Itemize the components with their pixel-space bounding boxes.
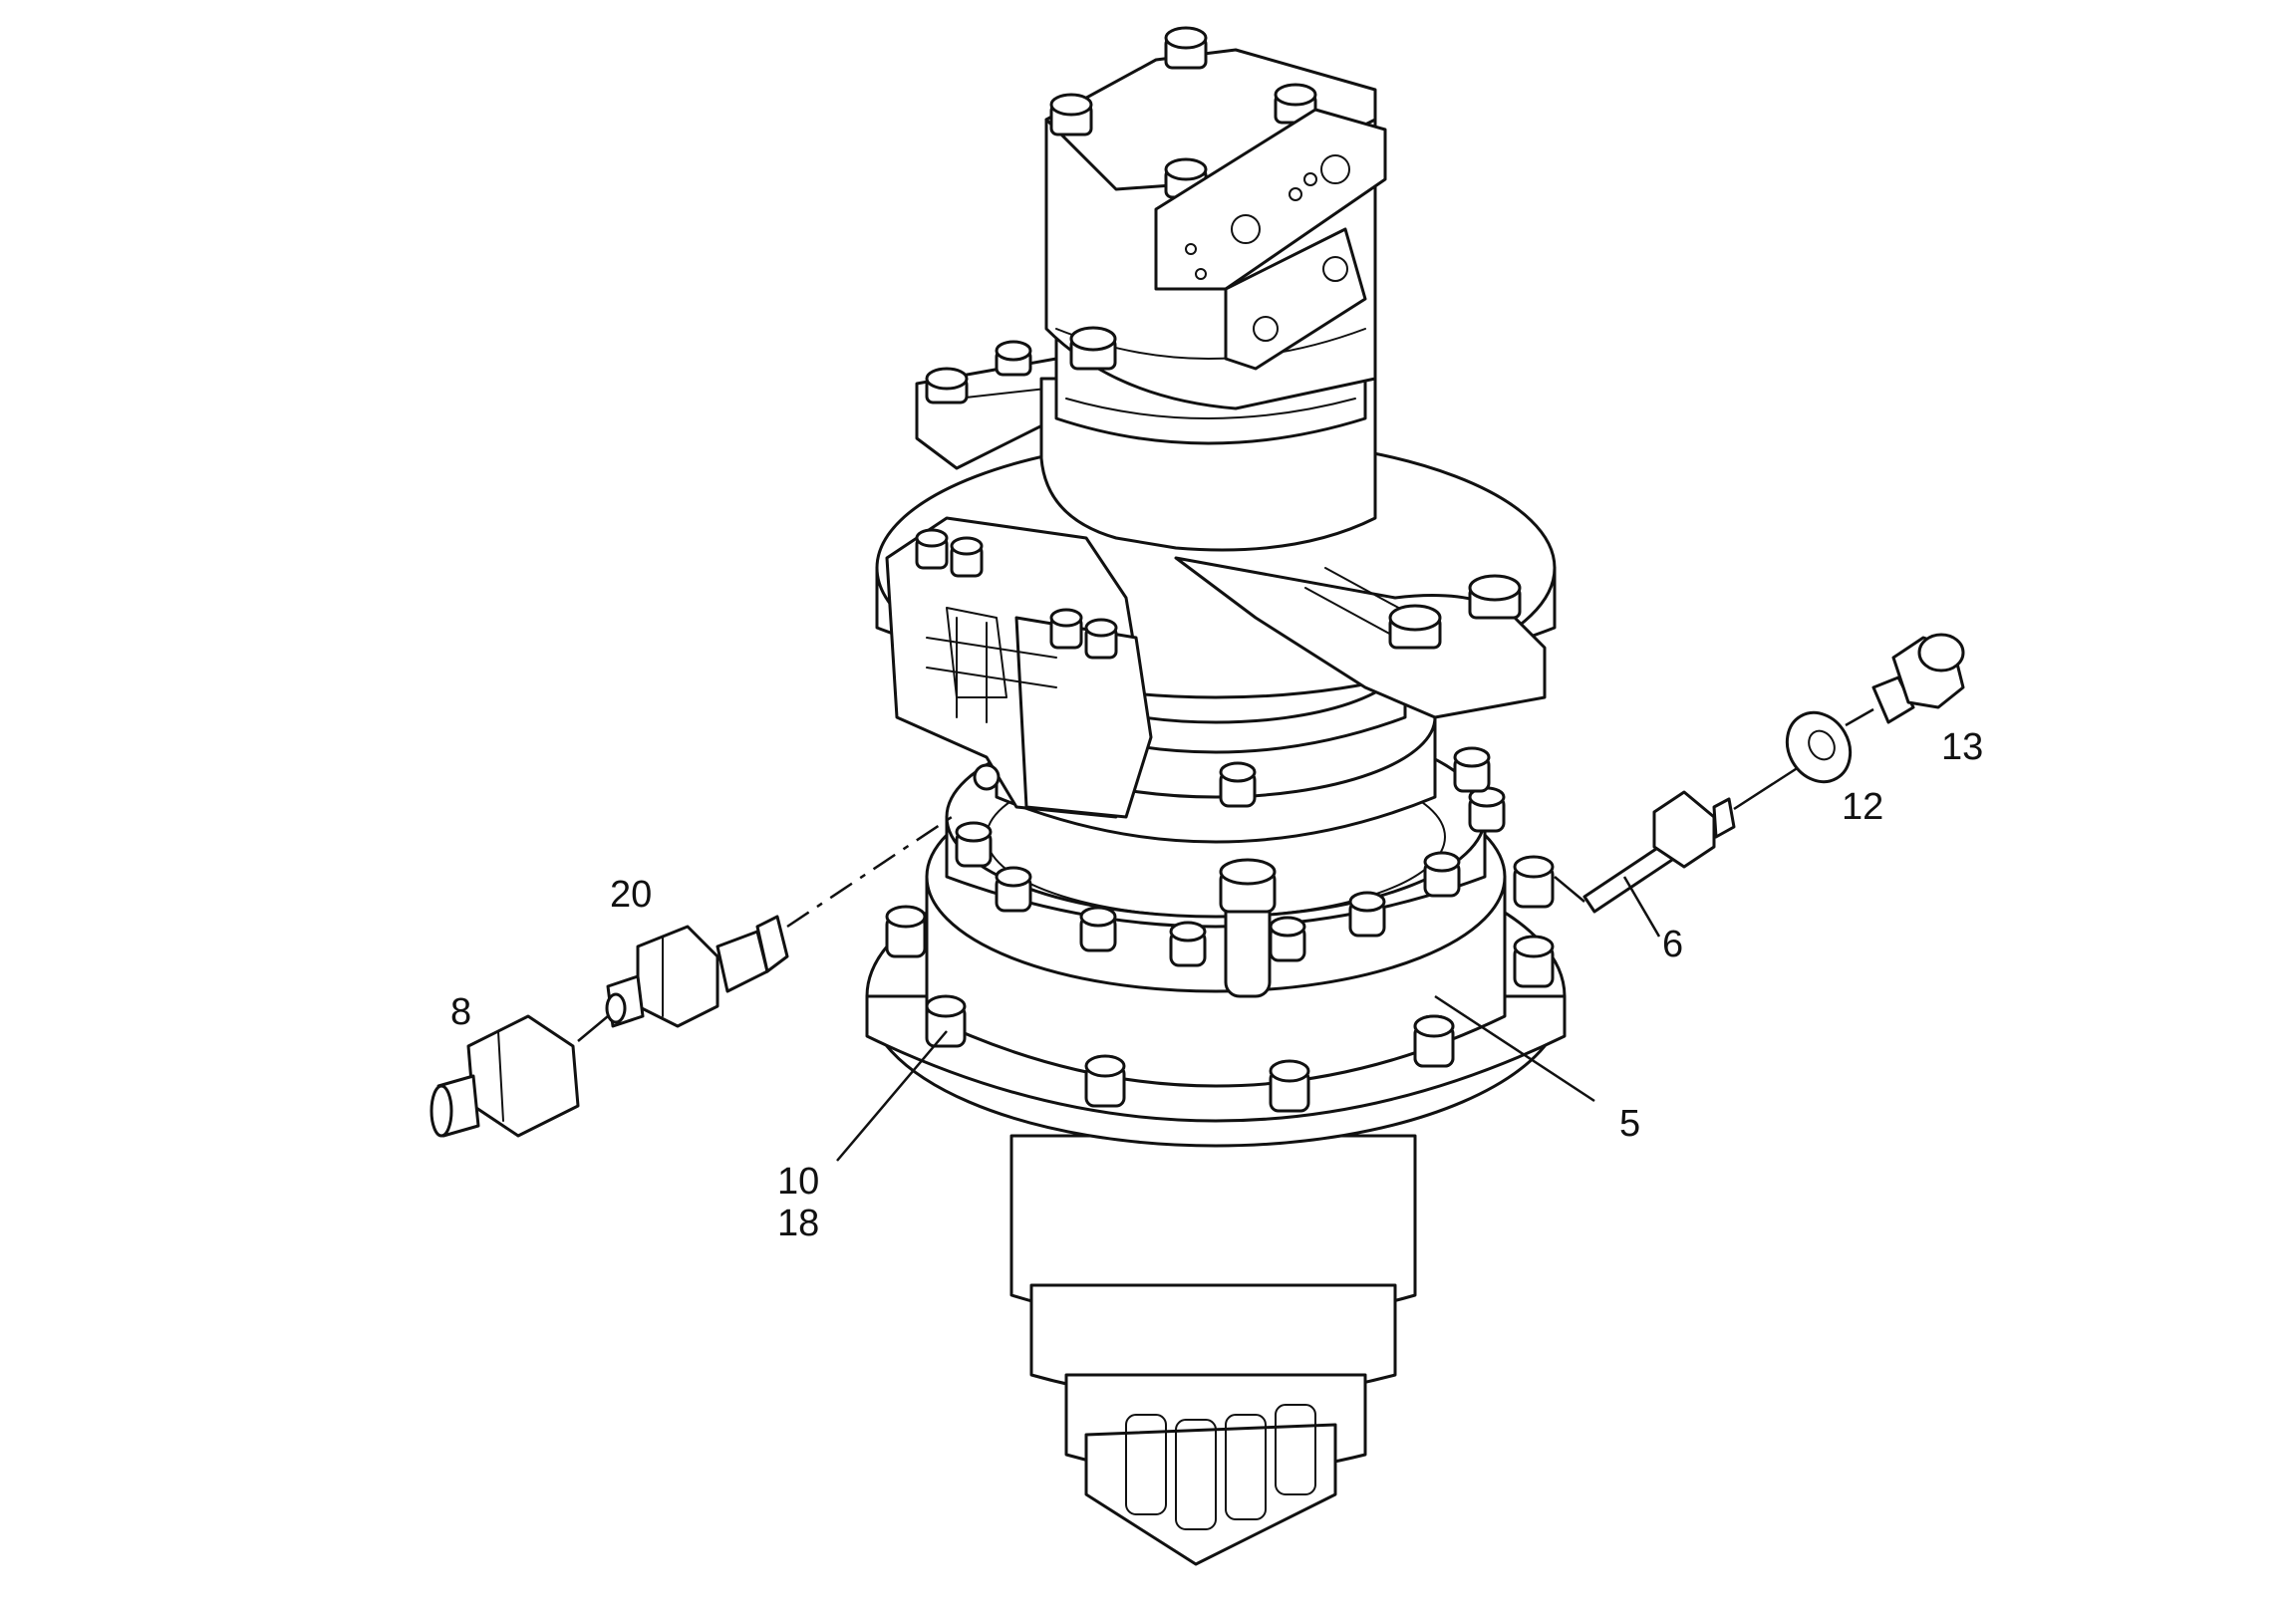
callout-5: 5 xyxy=(1619,1103,1640,1145)
callout-18: 18 xyxy=(777,1203,819,1244)
callout-13: 13 xyxy=(1941,726,1983,768)
housing-bolt xyxy=(955,821,993,868)
caliper-bolt xyxy=(1084,618,1118,660)
housing-bolt xyxy=(1219,761,1257,808)
bracket-bolt xyxy=(995,340,1032,377)
leader-6 xyxy=(1622,876,1661,938)
housing-bolt xyxy=(1079,906,1117,952)
motor-bolt xyxy=(1069,326,1117,371)
bolt-6 xyxy=(1582,790,1736,914)
housing-bolt xyxy=(1453,746,1491,793)
washer-12 xyxy=(1785,710,1853,784)
brake-caliper xyxy=(885,516,1153,819)
pinion-teeth xyxy=(1125,1404,1316,1530)
bracket-bolt xyxy=(925,367,969,404)
motor-bolt xyxy=(1164,26,1208,70)
fitting-20 xyxy=(605,915,789,1028)
axis-line-20-housing xyxy=(786,815,953,929)
caliper-bolt xyxy=(1049,608,1083,650)
callout-6: 6 xyxy=(1662,924,1683,965)
leader-5 xyxy=(1434,994,1595,1103)
housing-bolt xyxy=(995,866,1032,913)
caliper-bolt xyxy=(915,528,949,570)
leader-10-18 xyxy=(836,1030,948,1162)
caliper-bolt xyxy=(950,536,984,578)
housing-bolt xyxy=(1348,891,1386,938)
torque-arm-bolt xyxy=(1388,604,1442,650)
axis-line-8-20 xyxy=(577,1015,609,1042)
mounting-bracket xyxy=(915,340,1058,470)
flange-bolt xyxy=(885,905,927,958)
plug-13 xyxy=(1871,633,1965,724)
flange-bolt xyxy=(925,994,967,1048)
callout-12: 12 xyxy=(1842,786,1883,828)
housing-bolt xyxy=(1468,786,1506,833)
callout-20: 20 xyxy=(610,874,652,916)
fitting-8 xyxy=(430,1014,580,1138)
housing-bolt xyxy=(1423,851,1461,898)
flange-bolt xyxy=(1413,1014,1455,1068)
flange-bolts xyxy=(885,855,1555,1113)
callout-10: 10 xyxy=(777,1161,819,1203)
housing-bolt xyxy=(1269,916,1306,962)
axis-line-6-12 xyxy=(1733,765,1800,811)
axis-line-6-housing xyxy=(1554,876,1585,903)
housing-bolt xyxy=(1169,921,1207,967)
flange-bolt xyxy=(1513,855,1555,909)
flange-bolt xyxy=(1269,1059,1310,1113)
torque-arm xyxy=(1174,556,1547,719)
callout-8: 8 xyxy=(450,991,471,1033)
housing-bolts xyxy=(955,746,1506,967)
flange-bolt xyxy=(1084,1054,1126,1108)
flange-bolt xyxy=(1513,935,1555,988)
bleed-port xyxy=(973,763,1001,791)
level-plug xyxy=(1219,858,1277,998)
valve-plate xyxy=(1154,108,1387,371)
torque-arm-bolt xyxy=(1468,574,1522,620)
lower-gearbox xyxy=(1009,1134,1417,1566)
motor-bolt xyxy=(1049,93,1093,136)
axis-line-12-13 xyxy=(1845,707,1874,727)
